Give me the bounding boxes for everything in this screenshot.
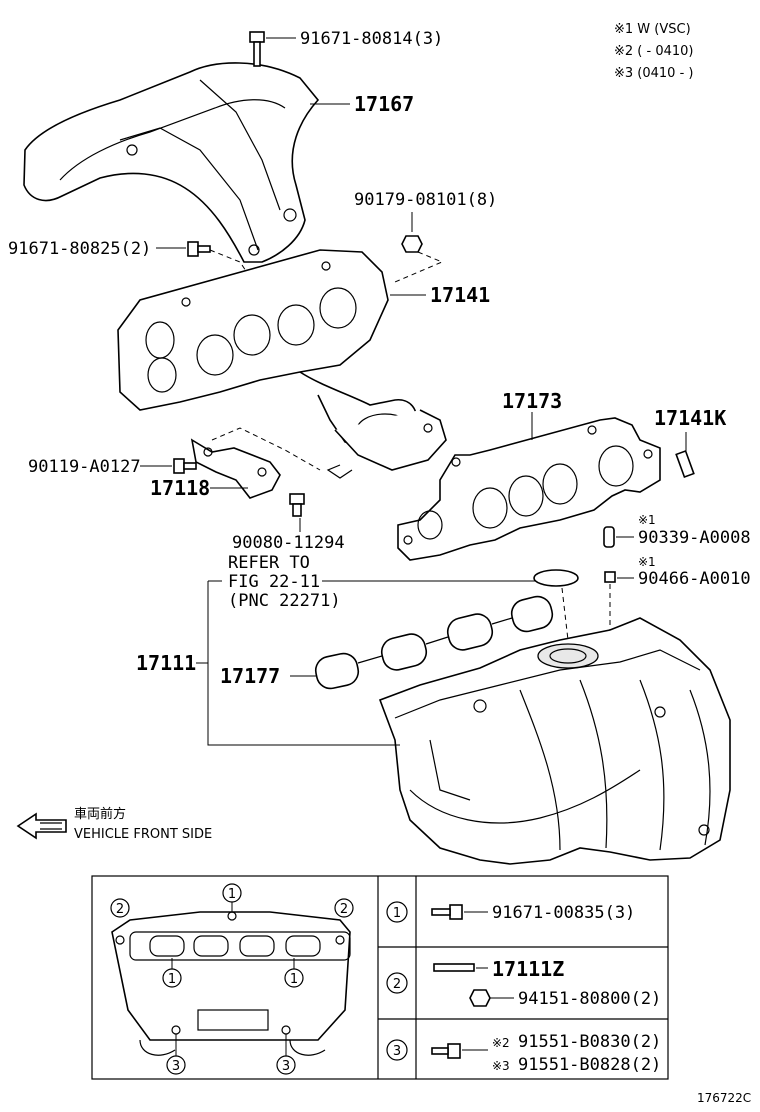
- label-plug2: 90466-A0010: [638, 569, 751, 589]
- svg-text:1: 1: [393, 906, 401, 921]
- label-bolt-top: 91671-80814(3): [300, 29, 443, 49]
- bolt-side-icon: [187, 241, 211, 257]
- refer-line-2: FIG 22-11: [228, 572, 320, 592]
- exhaust-gasket-part: [397, 417, 661, 561]
- note-before-0410: ※2 ( - 0410): [614, 44, 693, 59]
- front-arrow-icon: [16, 812, 67, 840]
- stud-icon: [675, 449, 695, 479]
- label-exhaust-gasket: 17173: [502, 389, 562, 413]
- svg-text:2: 2: [340, 902, 348, 917]
- bolt-top-icon: [249, 31, 265, 67]
- row2-part-2: 94151-80800(2): [518, 989, 661, 1009]
- plug2-mark: ※1: [638, 555, 656, 569]
- svg-text:3: 3: [172, 1059, 180, 1074]
- plug-icon: [603, 526, 615, 548]
- svg-text:1: 1: [168, 972, 176, 987]
- view-marker: 1: [222, 883, 242, 903]
- heat-insulator-part: [23, 62, 320, 263]
- refer-line-3: (PNC 22271): [228, 591, 341, 611]
- label-bolt-bracket: 90119-A0127: [28, 457, 141, 477]
- view-marker: 3: [276, 1055, 296, 1075]
- bracket-part: [190, 438, 281, 499]
- svg-text:3: 3: [282, 1059, 290, 1074]
- bolt-bracket-icon: [173, 458, 197, 474]
- label-intake-gasket: 17177: [220, 664, 280, 688]
- row2-part-1: 17111Z: [492, 957, 564, 981]
- view-marker: 2: [110, 898, 130, 918]
- plug2-icon: [604, 571, 616, 583]
- svg-text:2: 2: [116, 902, 124, 917]
- svg-text:3: 3: [393, 1044, 401, 1059]
- plug-mark: ※1: [638, 513, 656, 527]
- note-vsc: ※1 W (VSC): [614, 22, 691, 37]
- intake-gasket-part: [314, 595, 554, 690]
- figure-code: 176722C: [697, 1091, 751, 1105]
- svg-text:1: 1: [228, 887, 236, 902]
- bolt-icon: [431, 1043, 461, 1059]
- label-bolt-side: 91671-80825(2): [8, 239, 151, 259]
- label-exhaust-manifold: 17141: [430, 283, 490, 307]
- label-front-en: VEHICLE FRONT SIDE: [74, 827, 212, 842]
- label-bolt-small: 90080-11294: [232, 533, 345, 553]
- table-row: 2 17111Z 94151-80800(2): [386, 957, 661, 1009]
- nut-small-icon: [469, 989, 491, 1007]
- refer-line-1: REFER TO: [228, 553, 310, 573]
- o-ring-icon: [533, 569, 579, 587]
- label-bracket: 17118: [150, 476, 210, 500]
- view-marker: 2: [334, 898, 354, 918]
- svg-text:2: 2: [393, 977, 401, 992]
- view-marker: 1: [162, 968, 182, 988]
- row3-part-2: 91551-B0828(2): [518, 1055, 661, 1075]
- label-nut: 90179-08101(8): [354, 190, 497, 210]
- bolt-icon: [431, 904, 463, 920]
- note-after-0410: ※3 (0410 - ): [614, 66, 693, 81]
- intake-manifold-part: [378, 617, 731, 865]
- table-row: 3 ※2 91551-B0830(2) ※3 91551-B0828(2): [386, 1032, 661, 1075]
- manifold-top-view: [111, 898, 351, 1056]
- row3-mark-2: ※3: [492, 1059, 510, 1073]
- row3-part-1: 91551-B0830(2): [518, 1032, 661, 1052]
- label-intake-manifold: 17111: [136, 651, 196, 675]
- label-plug: 90339-A0008: [638, 528, 751, 548]
- label-stud: 17141K: [654, 406, 726, 430]
- row1-part: 91671-00835(3): [492, 903, 635, 923]
- view-marker: 1: [284, 968, 304, 988]
- label-heat-insulator: 17167: [354, 92, 414, 116]
- svg-text:1: 1: [290, 972, 298, 987]
- parts-table: [91, 875, 669, 1080]
- label-front-jp: 車両前方: [74, 806, 126, 822]
- stud-bolt-icon: [433, 963, 475, 972]
- row3-mark-1: ※2: [492, 1036, 510, 1050]
- nut-icon: [401, 235, 423, 253]
- bolt-small-icon: [289, 493, 305, 517]
- view-marker: 3: [166, 1055, 186, 1075]
- table-row: 1 91671-00835(3): [386, 901, 635, 923]
- exhaust-manifold-part: [117, 249, 447, 479]
